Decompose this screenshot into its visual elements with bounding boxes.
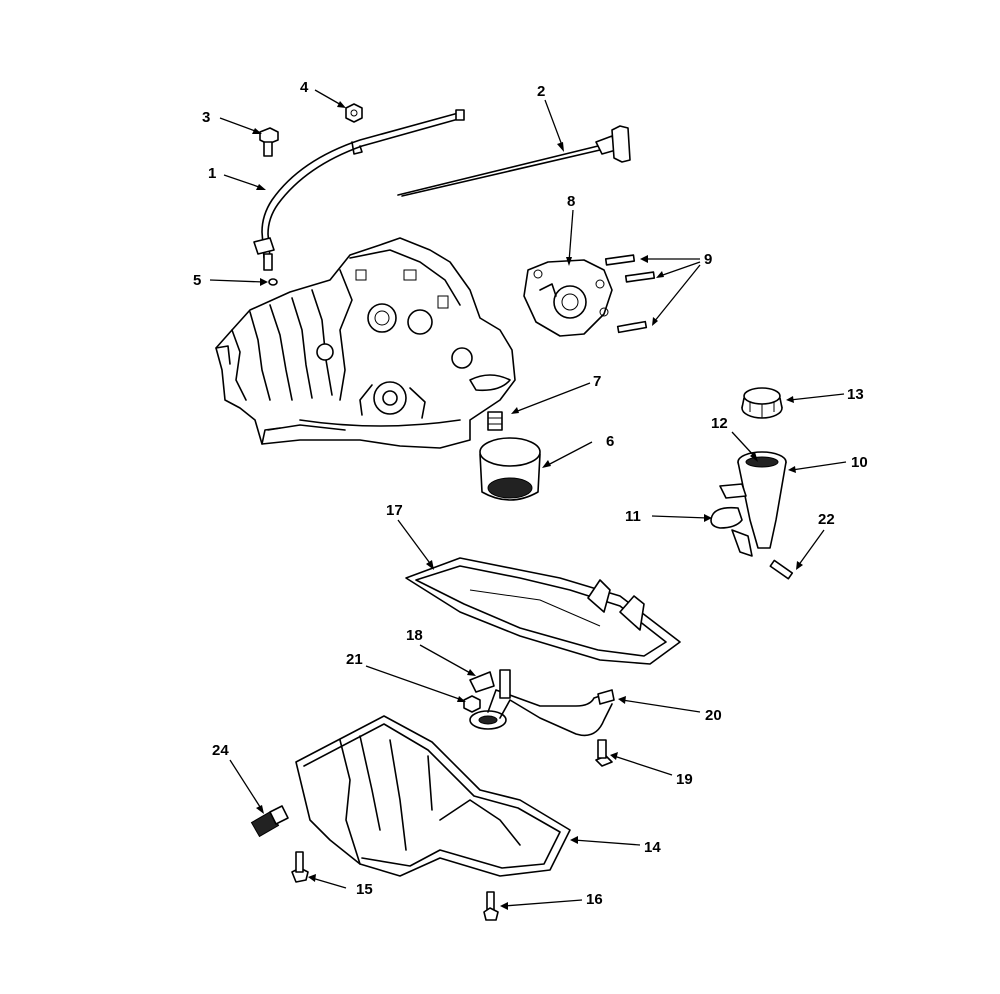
callout-22: 22 (818, 511, 835, 528)
bolt-part-16 (483, 891, 499, 921)
callout-4: 4 (300, 79, 309, 96)
callout-12: 12 (711, 415, 728, 432)
nut-part-4 (345, 103, 363, 123)
callout-9: 9 (704, 251, 712, 268)
callout-2: 2 (537, 83, 545, 100)
nut-part-21 (463, 695, 481, 713)
callout-6: 6 (606, 433, 614, 450)
oil-filter-part-6 (479, 437, 541, 501)
callout-5: 5 (193, 272, 201, 289)
engine-block (215, 237, 516, 449)
filter-adapter-part-7 (487, 411, 503, 431)
callout-11: 11 (625, 508, 641, 525)
callout-20: 20 (705, 707, 722, 724)
callout-21: 21 (346, 651, 363, 668)
o-ring-part-5 (268, 278, 278, 286)
dipstick-tube-part (253, 109, 465, 271)
gasket-part-11 (710, 506, 743, 529)
oil-pan-part-14 (295, 715, 571, 877)
callout-13: 13 (847, 386, 864, 403)
windage-tray-part-17 (405, 557, 681, 665)
callout-15: 15 (356, 881, 373, 898)
oil-pump-part-8 (523, 259, 613, 337)
dipstick-part (397, 125, 631, 197)
callout-1: 1 (208, 165, 216, 182)
oil-filler-tube-part-10 (719, 451, 787, 557)
leader-lines (209, 89, 847, 910)
bolts-part-9 (604, 254, 656, 334)
bolt-part-22 (769, 559, 794, 580)
callout-3: 3 (202, 109, 210, 126)
callout-8: 8 (567, 193, 575, 210)
oil-filler-cap-part-13 (741, 387, 783, 419)
drain-plug-part-24 (250, 805, 289, 838)
callout-10: 10 (851, 454, 868, 471)
oil-pickup-tube-part-18 (469, 669, 615, 737)
callout-17: 17 (386, 502, 403, 519)
bolt-part-15 (291, 851, 309, 883)
callout-24: 24 (212, 742, 229, 759)
callout-18: 18 (406, 627, 423, 644)
bolt-part-3 (259, 127, 279, 157)
callout-19: 19 (676, 771, 693, 788)
callout-labels: 1 2 3 4 5 6 7 8 9 10 11 12 13 14 15 16 1… (193, 79, 868, 908)
bolt-part-19 (595, 739, 613, 767)
callout-14: 14 (644, 839, 661, 856)
callout-7: 7 (593, 373, 601, 390)
callout-16: 16 (586, 891, 603, 908)
